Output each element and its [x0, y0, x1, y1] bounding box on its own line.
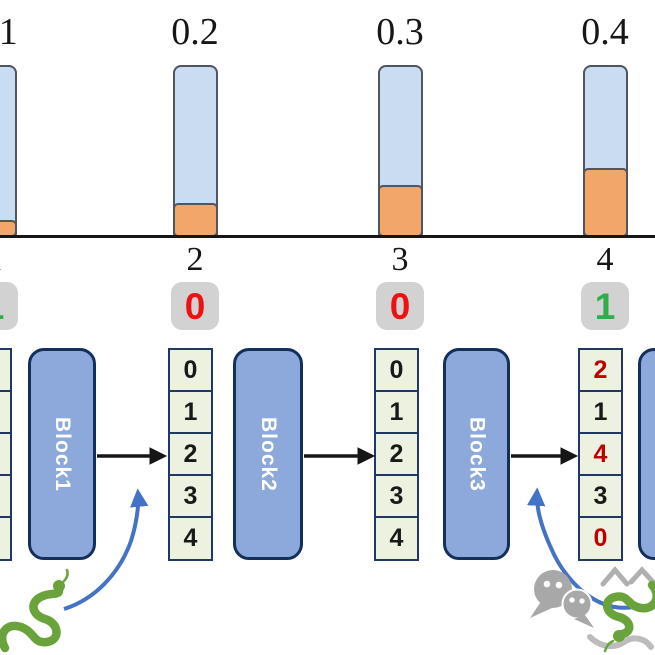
- x-tick-label: 3: [391, 241, 409, 278]
- bar-upper-segment: [0, 65, 17, 237]
- processing-block: Block1: [28, 348, 96, 560]
- stacked-bar: [377, 65, 423, 237]
- processing-block-label: Block3: [465, 416, 489, 492]
- stack-cell: 2: [168, 432, 213, 477]
- bar-lower-segment: [582, 168, 628, 237]
- stack-cell: [0, 516, 12, 561]
- quantized-badge: 0: [376, 282, 424, 330]
- x-tick-label: 2: [186, 241, 204, 278]
- stack-cell: [0, 432, 12, 477]
- watermark-strokes: [587, 566, 655, 650]
- quantized-badge: 0: [171, 282, 219, 330]
- stacked-bar: [172, 65, 218, 237]
- bar-value-label: 0.1: [0, 11, 18, 53]
- stack-cell: 1: [578, 390, 623, 435]
- stacked-bar: [582, 65, 628, 237]
- stack-cell: [0, 474, 12, 519]
- stack-cell: 4: [374, 516, 419, 561]
- x-tick-label: 1: [0, 241, 64, 278]
- wechat-watermark-icon: [530, 570, 594, 628]
- processing-block: Block3: [443, 348, 510, 560]
- processing-block-label: Block1: [51, 416, 74, 492]
- snake-icon: [0, 568, 69, 653]
- processing-block: Block2: [233, 348, 303, 560]
- stack-cell: 0: [168, 348, 213, 393]
- stack-cell: 4: [578, 432, 623, 477]
- stack-cell: 0: [374, 348, 419, 393]
- stack-cell: 4: [168, 516, 213, 561]
- index-stack: [0, 348, 12, 561]
- stack-cell: 3: [168, 474, 213, 519]
- stack-cell: 1: [374, 390, 419, 435]
- stack-cell: [0, 348, 12, 393]
- stack-cell: 3: [374, 474, 419, 519]
- stack-cell: 0: [578, 516, 623, 561]
- quantized-badge: 1: [581, 282, 629, 330]
- bar-value-label: 0.4: [581, 11, 629, 53]
- stack-cell: 1: [168, 390, 213, 435]
- processing-block-label: Block2: [257, 416, 280, 492]
- stack-cell: 2: [374, 432, 419, 477]
- bar-lower-segment: [172, 203, 218, 237]
- bar-value-label: 0.2: [171, 11, 219, 53]
- stack-cell: 3: [578, 474, 623, 519]
- snake-icon: [603, 580, 655, 653]
- x-tick-label: 4: [596, 241, 614, 278]
- x-axis-line: [0, 235, 655, 238]
- processing-block: [638, 348, 655, 560]
- quantized-badge: 1: [0, 282, 18, 330]
- bar-value-label: 0.3: [376, 11, 424, 53]
- stack-cell: [0, 390, 12, 435]
- bar-lower-segment: [377, 185, 423, 237]
- stack-cell: 2: [578, 348, 623, 393]
- stacked-bar: [0, 65, 17, 237]
